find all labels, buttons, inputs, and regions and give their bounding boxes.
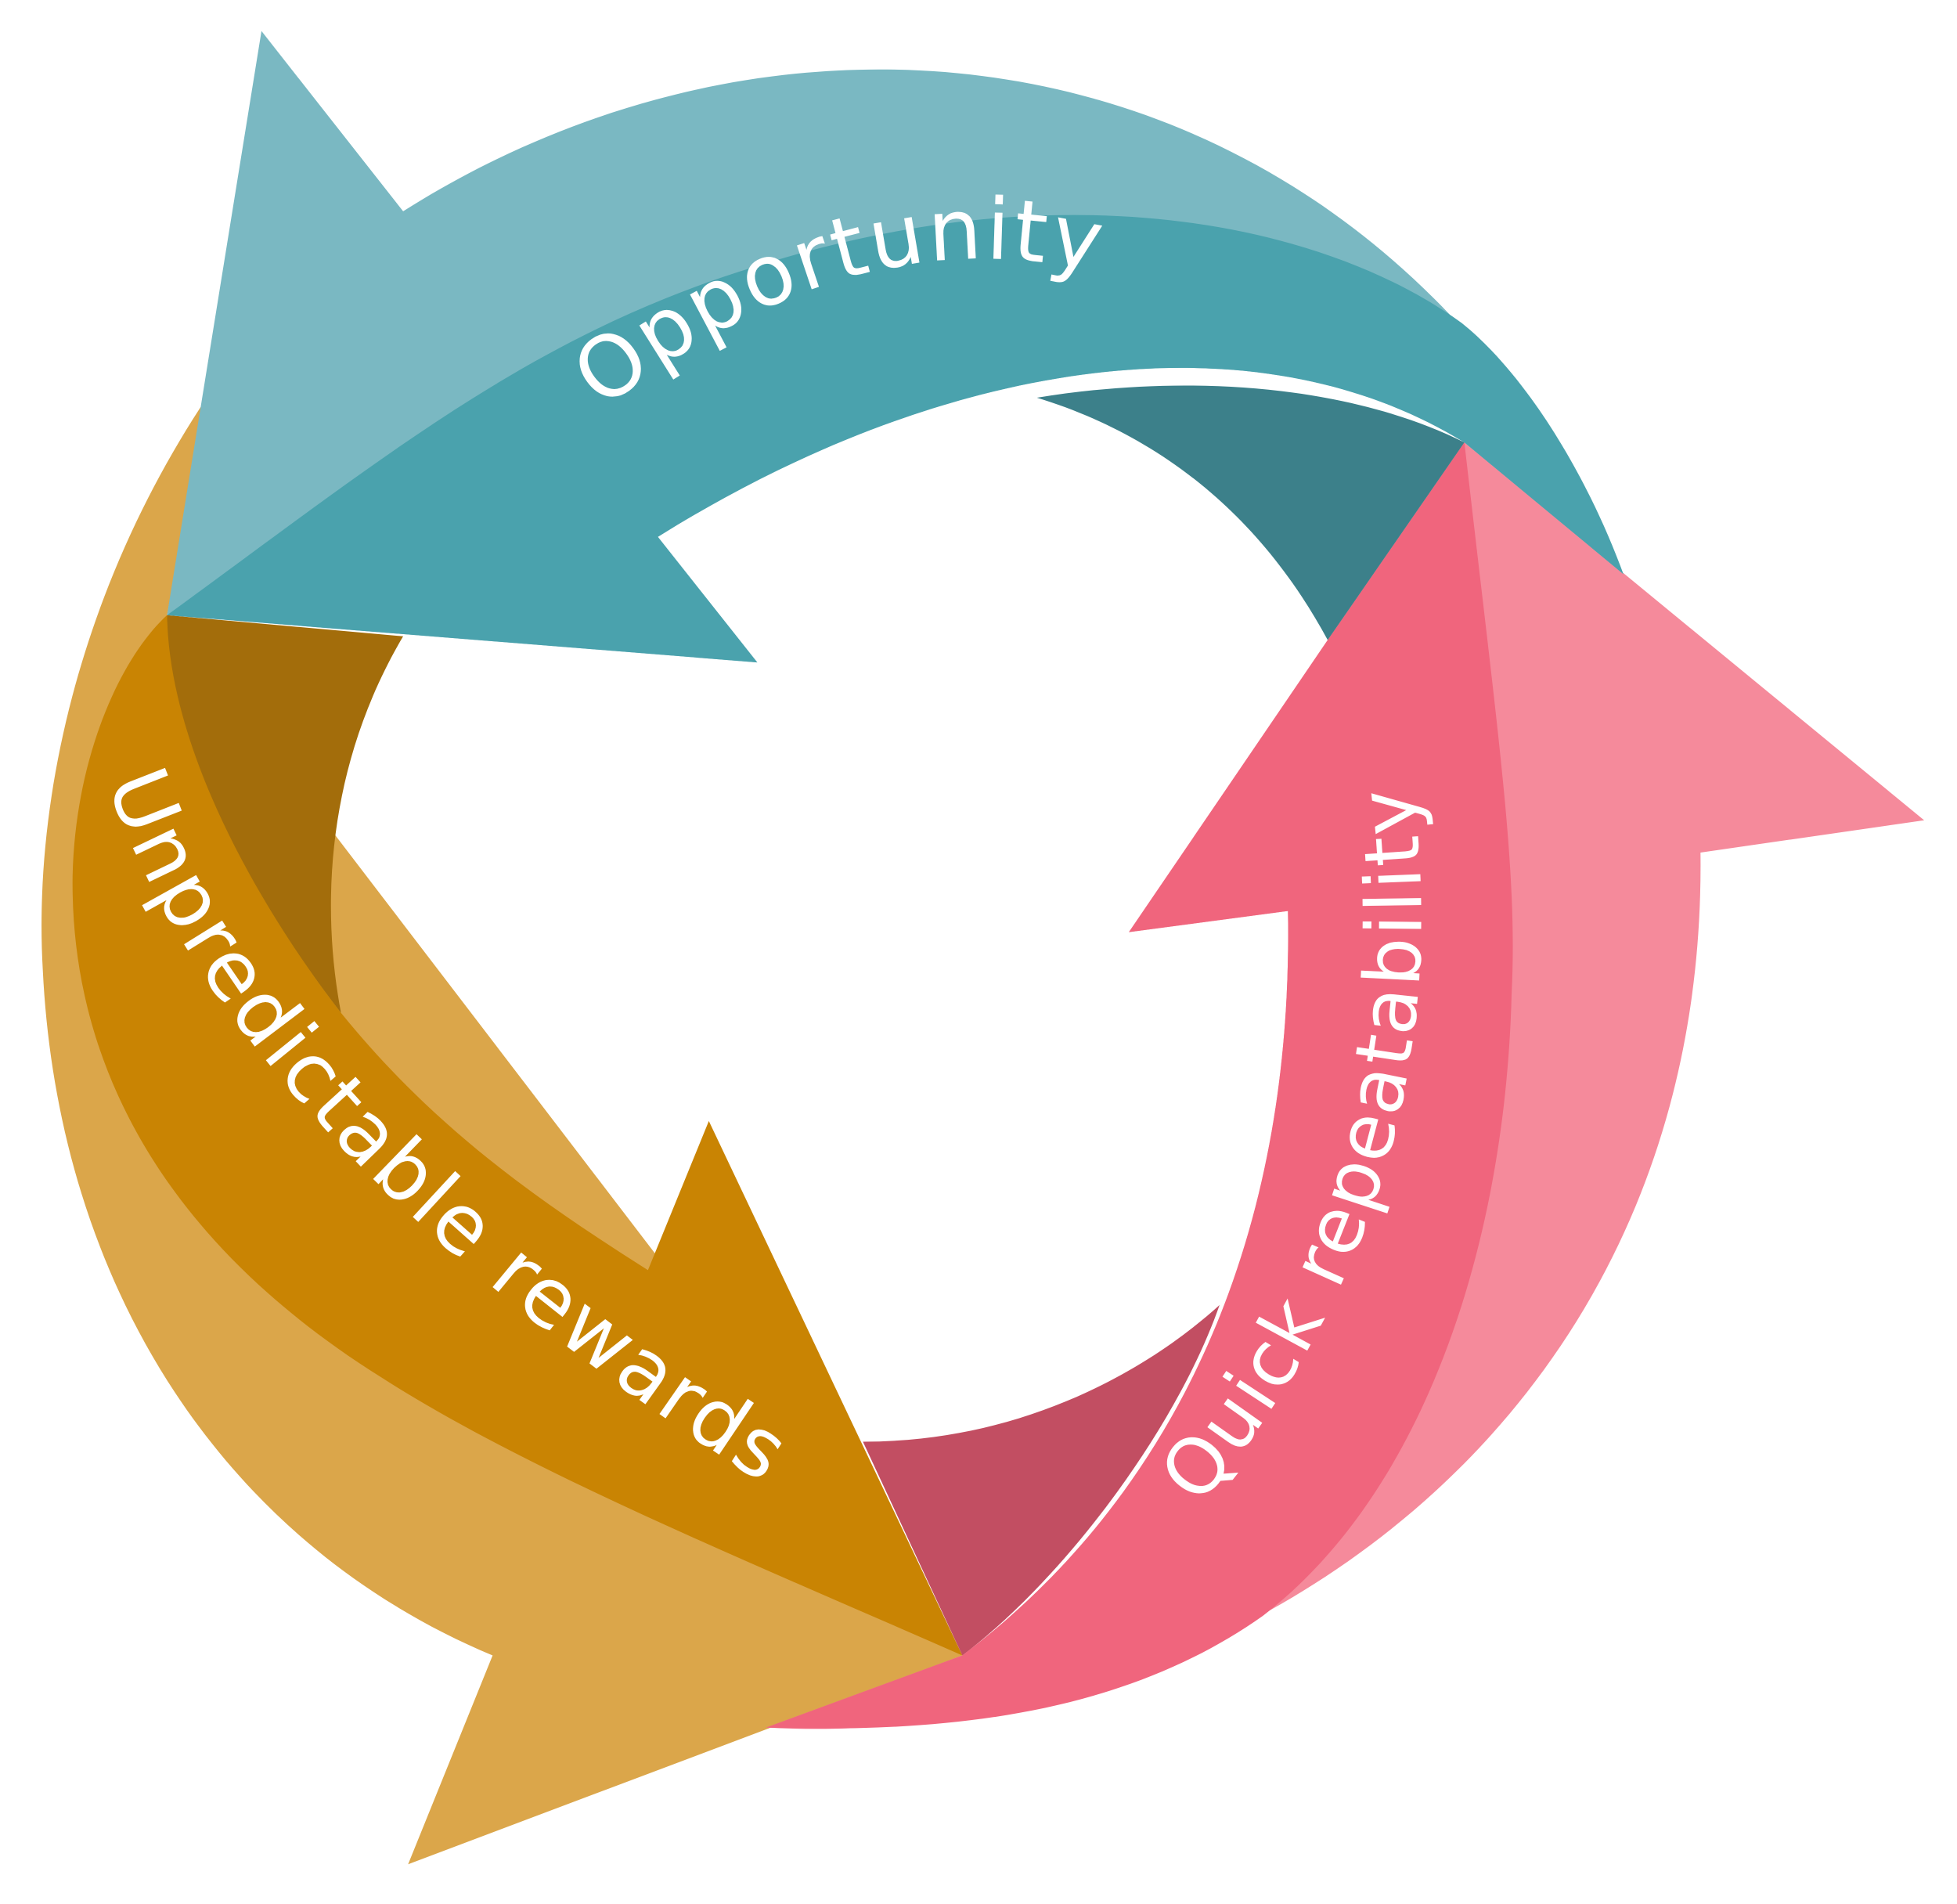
opportunity-arrow-shadow xyxy=(1036,385,1465,640)
unpredictable-rewards-arrow xyxy=(41,397,963,1865)
opportunity-arrow-main xyxy=(167,215,1624,663)
opportunity-arrow xyxy=(167,31,1624,663)
quick-repeatability-arrow xyxy=(766,442,1925,1729)
unpredictable-rewards-arrow-shadow xyxy=(167,615,404,1013)
quick-repeatability-arrow-shadow xyxy=(863,1304,1220,1656)
unpredictable-rewards-arrow-main xyxy=(72,615,963,1656)
quick-repeatability-arrow-main xyxy=(766,442,1513,1729)
